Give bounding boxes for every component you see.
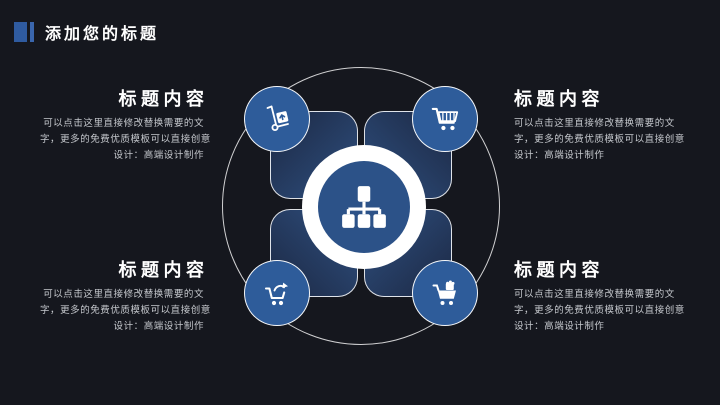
body-line: 可以点击这里直接修改替换需要的文 — [514, 118, 675, 129]
block-body: 可以点击这里直接修改替换需要的文 字，更多的免费优质模板可以直接创意 设计：高端… — [40, 116, 211, 164]
content-block-bottom-left: 标题内容 可以点击这里直接修改替换需要的文 字，更多的免费优质模板可以直接创意 … — [40, 259, 211, 335]
body-line: 设计：高端设计制作 — [113, 321, 204, 332]
body-line: 可以点击这里直接修改替换需要的文 — [514, 289, 675, 300]
accent-bar — [30, 22, 34, 42]
cart-item-icon — [432, 280, 456, 305]
body-line: 字，更多的免费优质模板可以直接创意 — [514, 134, 685, 145]
body-line: 字，更多的免费优质模板可以直接创意 — [514, 305, 685, 316]
block-body: 可以点击这里直接修改替换需要的文 字，更多的免费优质模板可以直接创意 设计：高端… — [40, 287, 211, 335]
body-line: 设计：高端设计制作 — [113, 150, 204, 161]
orbit-circle — [222, 67, 500, 345]
shopping-cart-icon — [431, 107, 459, 131]
slide-title-row: 添加您的标题 — [14, 21, 159, 43]
body-line: 可以点击这里直接修改替换需要的文 — [43, 118, 204, 129]
body-line: 设计：高端设计制作 — [514, 321, 605, 332]
node-top-left — [244, 86, 310, 152]
center-ring — [302, 145, 426, 269]
center-circle — [318, 161, 410, 253]
content-block-bottom-right: 标题内容 可以点击这里直接修改替换需要的文 字，更多的免费优质模板可以直接创意 … — [514, 259, 685, 335]
block-heading: 标题内容 — [514, 89, 604, 109]
body-line: 可以点击这里直接修改替换需要的文 — [43, 289, 204, 300]
block-heading: 标题内容 — [118, 89, 209, 109]
body-line: 字，更多的免费优质模板可以直接创意 — [40, 134, 211, 145]
slide-title: 添加您的标题 — [45, 26, 160, 43]
body-line: 设计：高端设计制作 — [514, 150, 605, 161]
block-body: 可以点击这里直接修改替换需要的文 字，更多的免费优质模板可以直接创意 设计：高端… — [514, 287, 685, 335]
node-bottom-right — [412, 260, 478, 326]
accent-square — [14, 22, 27, 42]
node-bottom-left — [244, 260, 310, 326]
hand-truck-icon — [266, 105, 289, 131]
node-top-right — [412, 86, 478, 152]
content-block-top-left: 标题内容 可以点击这里直接修改替换需要的文 字，更多的免费优质模板可以直接创意 … — [40, 88, 211, 164]
body-line: 字，更多的免费优质模板可以直接创意 — [40, 305, 211, 316]
cart-arrow-icon — [264, 282, 288, 306]
content-block-top-right: 标题内容 可以点击这里直接修改替换需要的文 字，更多的免费优质模板可以直接创意 … — [514, 88, 685, 164]
block-heading: 标题内容 — [514, 260, 604, 280]
org-chart-icon — [342, 186, 386, 228]
block-body: 可以点击这里直接修改替换需要的文 字，更多的免费优质模板可以直接创意 设计：高端… — [514, 116, 685, 164]
block-heading: 标题内容 — [118, 260, 209, 280]
